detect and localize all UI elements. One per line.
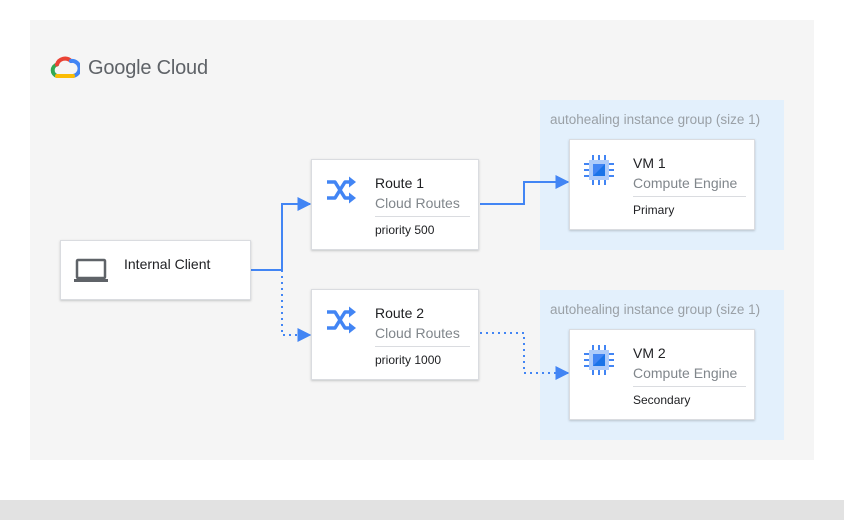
instance-group-label: autohealing instance group (size 1) — [550, 112, 761, 127]
connector-client-route1 — [251, 197, 312, 271]
google-cloud-icon — [50, 56, 80, 78]
node-title: VM 2 — [633, 345, 666, 361]
cloud-routes-icon — [327, 176, 356, 204]
node-detail: priority 1000 — [375, 353, 442, 367]
node-divider — [375, 346, 470, 347]
connector-route2-vm2 — [480, 332, 570, 380]
connector-client-route2 — [281, 270, 312, 342]
vm-2-node[interactable]: VM 2 Compute Engine Secondary — [569, 329, 755, 420]
node-title: Route 2 — [375, 305, 425, 321]
compute-engine-icon — [584, 345, 614, 375]
logo-text: Google Cloud — [88, 56, 208, 79]
node-title: Internal Client — [124, 256, 211, 272]
compute-engine-icon — [584, 155, 614, 185]
node-subtitle: Cloud Routes — [375, 195, 460, 211]
route-1-node[interactable]: Route 1 Cloud Routes priority 500 — [311, 159, 479, 250]
node-divider — [633, 196, 746, 197]
google-cloud-logo: Google Cloud — [50, 56, 208, 80]
laptop-icon — [74, 258, 108, 282]
node-subtitle: Compute Engine — [633, 175, 738, 191]
node-detail: priority 500 — [375, 223, 435, 237]
internal-client-node[interactable]: Internal Client — [60, 240, 251, 300]
node-divider — [633, 386, 746, 387]
node-title: VM 1 — [633, 155, 666, 171]
node-detail: Primary — [633, 203, 675, 217]
instance-group-label: autohealing instance group (size 1) — [550, 302, 761, 317]
footer-bar — [0, 500, 844, 520]
cloud-routes-icon — [327, 306, 356, 334]
vm-1-node[interactable]: VM 1 Compute Engine Primary — [569, 139, 755, 230]
node-detail: Secondary — [633, 393, 691, 407]
connector-lines — [251, 175, 570, 380]
node-divider — [375, 216, 470, 217]
node-title: Route 1 — [375, 175, 425, 191]
diagram-canvas: Google Cloud autohealing instance group … — [30, 20, 814, 460]
connector-route1-vm1 — [480, 175, 570, 205]
node-subtitle: Cloud Routes — [375, 325, 460, 341]
node-subtitle: Compute Engine — [633, 365, 738, 381]
route-2-node[interactable]: Route 2 Cloud Routes priority 1000 — [311, 289, 479, 380]
